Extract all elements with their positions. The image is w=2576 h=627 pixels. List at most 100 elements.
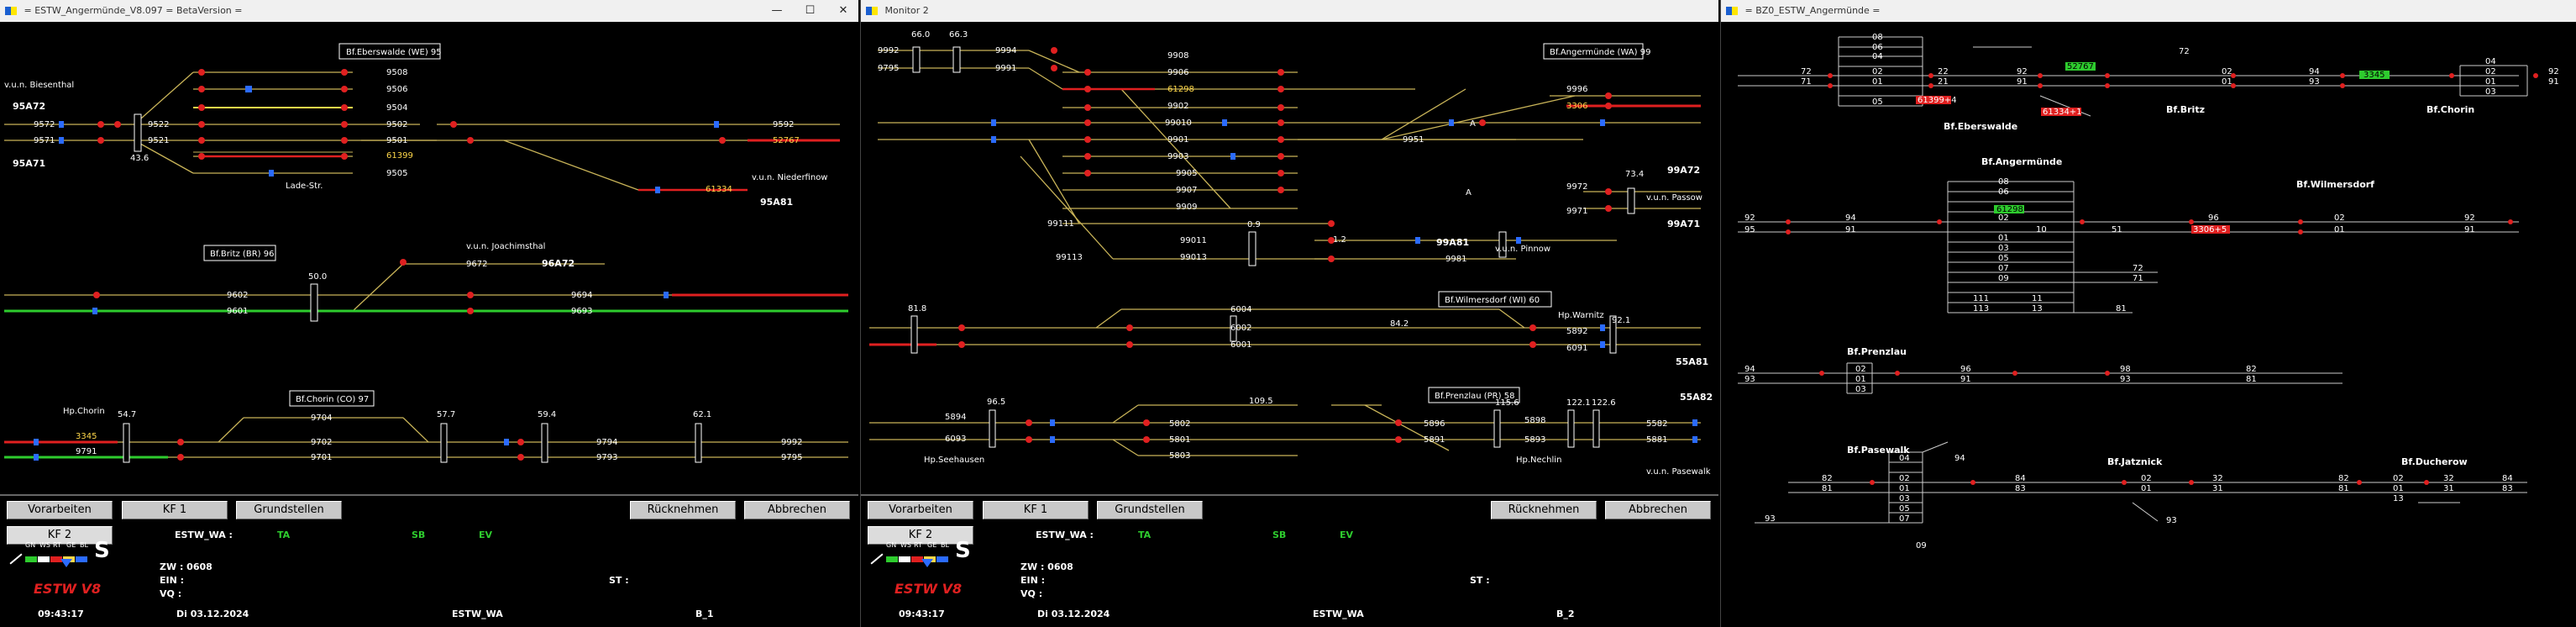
ov-label: 82 — [1822, 474, 1833, 483]
kf2-button[interactable]: KF 2 — [7, 526, 113, 545]
km-62-1: 62.1 — [693, 410, 711, 419]
estw-logo: ESTW V8 — [895, 581, 963, 597]
overview-diagram[interactable]: Bf.Eberswalde Bf.Britz Bf.Chorin Bf.Ange… — [1721, 22, 2576, 627]
legend-s: S — [94, 538, 110, 563]
label-hp-warnitz: Hp.Warnitz — [1558, 311, 1604, 320]
abbrechen-button[interactable]: Abbrechen — [744, 501, 850, 519]
km-109-5: 109.5 — [1249, 397, 1273, 406]
color-legend-2: GN WS RT GE BL — [886, 541, 949, 566]
ov-label: 51 — [2112, 225, 2122, 234]
vorarbeiten-button[interactable]: Vorarbeiten — [7, 501, 113, 519]
minimize-button[interactable]: — — [771, 4, 783, 17]
track-99010: 99010 — [1165, 119, 1192, 128]
kf1-button[interactable]: KF 1 — [122, 501, 228, 519]
ov-label: 113 — [1973, 304, 1989, 314]
ov-label: 02 — [2393, 474, 2404, 483]
track-9693: 9693 — [571, 307, 592, 316]
ov-train-61334: 61334+1 — [2043, 108, 2082, 117]
titlebar[interactable]: = ESTW_Angermünde_V8.097 = BetaVersion =… — [0, 0, 858, 22]
legend-bl: BL — [80, 541, 88, 549]
km-96-5: 96.5 — [987, 398, 1005, 407]
ov-label: 02 — [2222, 67, 2232, 76]
triangle-icon — [921, 559, 933, 567]
km-66-3: 66.3 — [949, 30, 968, 40]
maximize-button[interactable]: ☐ — [805, 4, 816, 17]
ov-label: 82 — [2338, 474, 2349, 483]
km-57-7: 57.7 — [437, 410, 455, 419]
ov-station-pasewalk: Bf.Pasewalk — [1847, 445, 1910, 456]
ov-label: 07 — [1899, 514, 1910, 524]
status-ta: TA — [277, 530, 291, 540]
close-button[interactable]: ✕ — [838, 4, 848, 17]
ov-label: 81 — [2246, 375, 2257, 384]
station-chorin: Bf.Chorin (CO) 97 — [296, 395, 369, 404]
ov-label: 02 — [1855, 365, 1866, 374]
ov-label: 31 — [2212, 484, 2223, 493]
ein-label: EIN : — [1020, 575, 1046, 586]
titlebar-3[interactable]: = BZ0_ESTW_Angermünde = — [1721, 0, 2576, 22]
legend-s: S — [955, 538, 971, 563]
ov-label: 22 — [1938, 67, 1949, 76]
ov-train-3306: 3306+5 — [2193, 225, 2227, 234]
ov-label: 05 — [1998, 254, 2009, 263]
legend-bl: BL — [941, 541, 949, 549]
ov-label: 72 — [2133, 264, 2143, 273]
track-5802: 5802 — [1169, 419, 1190, 429]
clock: 09:43:17 — [899, 609, 945, 619]
track-diagram-2[interactable]: Bf.Angermünde (WA) 99 9992 9795 66.0 66.… — [861, 22, 1718, 494]
ov-label: 111 — [1973, 294, 1989, 303]
titlebar-2[interactable]: Monitor 2 — [861, 0, 1718, 22]
zone-55a81: 55A81 — [1676, 356, 1708, 367]
legend-gn: GN — [25, 541, 36, 549]
abbrechen-button[interactable]: Abbrechen — [1605, 501, 1711, 519]
ruecknehmen-button[interactable]: Rücknehmen — [1491, 501, 1597, 519]
ov-label: 01 — [1872, 77, 1883, 87]
train-61298: 61298 — [1167, 85, 1194, 94]
ov-label: 92 — [2548, 67, 2559, 76]
kf2-button[interactable]: KF 2 — [868, 526, 973, 545]
panel-id: B_2 — [1556, 609, 1575, 619]
track-9971: 9971 — [1566, 207, 1587, 216]
label-passow: v.u.n. Passow — [1646, 193, 1702, 203]
ein-label: EIN : — [160, 575, 185, 586]
ov-label: 91 — [2017, 77, 2028, 87]
track-9501: 9501 — [386, 136, 407, 145]
label-niederfinow: v.u.n. Niederfinow — [752, 173, 828, 182]
kf1-button[interactable]: KF 1 — [983, 501, 1089, 519]
ov-label: 04 — [1872, 52, 1883, 61]
connector-a1: A — [1470, 119, 1476, 129]
track-diagram-1[interactable]: Bf.Eberswalde (WE) 95 v.u.n. Biesenthal … — [0, 22, 858, 494]
track-5893: 5893 — [1524, 435, 1545, 445]
ov-label: 98 — [2120, 365, 2131, 374]
ov-label: 01 — [1899, 484, 1910, 493]
grundstellen-button[interactable]: Grundstellen — [1097, 501, 1203, 519]
track-9972: 9972 — [1566, 182, 1587, 192]
station-britz: Bf.Britz (BR) 96 — [210, 250, 274, 259]
track-9992: 9992 — [781, 438, 802, 447]
ov-label: 31 — [2443, 484, 2454, 493]
km-81-8: 81.8 — [908, 304, 926, 314]
track-9704: 9704 — [311, 414, 332, 423]
ov-label: 32 — [2443, 474, 2454, 483]
ov-label: 04 — [1899, 454, 1910, 463]
ov-station-wilmersdorf: Bf.Wilmersdorf — [2296, 179, 2374, 190]
label-lade-str: Lade-Str. — [286, 182, 323, 191]
km-92-1: 92.1 — [1612, 316, 1630, 325]
track-9951: 9951 — [1403, 135, 1424, 145]
estw-window-1: = ESTW_Angermünde_V8.097 = BetaVersion =… — [0, 0, 858, 627]
ov-label: 81 — [1822, 484, 1833, 493]
app-icon — [1726, 7, 1738, 15]
vorarbeiten-button[interactable]: Vorarbeiten — [868, 501, 973, 519]
grundstellen-button[interactable]: Grundstellen — [236, 501, 342, 519]
track-9592: 9592 — [773, 120, 794, 129]
app-icon — [5, 7, 17, 15]
color-legend-1: GN WS RT GE BL — [25, 541, 88, 566]
ruecknehmen-button[interactable]: Rücknehmen — [630, 501, 736, 519]
ov-station-angermuende: Bf.Angermünde — [1981, 156, 2062, 167]
zone-99a81: 99A81 — [1436, 237, 1469, 248]
ov-label: 13 — [2393, 494, 2404, 503]
track-6091: 6091 — [1566, 344, 1587, 353]
track-9905: 9905 — [1176, 169, 1197, 178]
control-panel-2: Vorarbeiten KF 1 Grundstellen Rücknehmen… — [861, 494, 1718, 627]
ov-label: 10 — [2036, 225, 2047, 234]
